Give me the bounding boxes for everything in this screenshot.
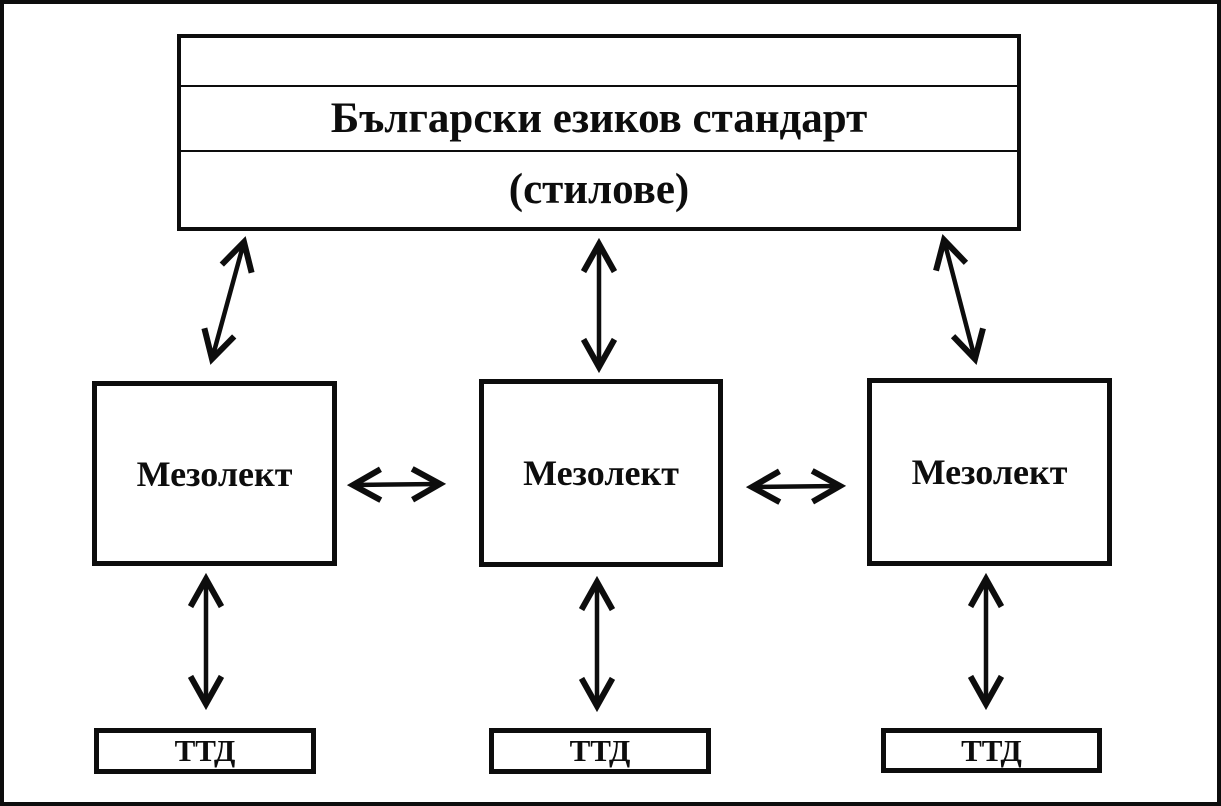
- mesolect-box-right: Мезолект: [867, 378, 1112, 566]
- ttd-box-left: ТТД: [94, 728, 316, 774]
- double-arrow-standard-mesolect-left-icon: [201, 236, 255, 365]
- ttd-middle-label: ТТД: [569, 733, 631, 768]
- double-arrow-standard-mesolect-right-icon: [933, 234, 986, 365]
- standard-box-empty-row: [181, 38, 1017, 87]
- standard-box-subtitle: (стилове): [508, 166, 690, 213]
- ttd-right-label: ТТД: [961, 732, 1022, 768]
- standard-box-title: Български езиков стандарт: [181, 87, 1017, 152]
- mesolect-box-left: Мезолект: [92, 381, 337, 566]
- double-arrow-mesolect-left-middle-icon: [346, 466, 447, 503]
- ttd-box-middle: ТТД: [489, 728, 711, 774]
- ttd-left-label: ТТД: [174, 733, 236, 768]
- mesolect-left-label: Мезолект: [136, 453, 293, 494]
- mesolect-right-label: Мезолект: [911, 452, 1068, 492]
- double-arrow-mesolect-middle-right-icon: [745, 468, 847, 505]
- mesolect-middle-label: Мезолект: [523, 453, 679, 493]
- standard-box: Български езиков стандарт (стилове): [177, 34, 1021, 231]
- ttd-box-right: ТТД: [881, 728, 1102, 773]
- mesolect-box-middle: Мезолект: [479, 379, 723, 567]
